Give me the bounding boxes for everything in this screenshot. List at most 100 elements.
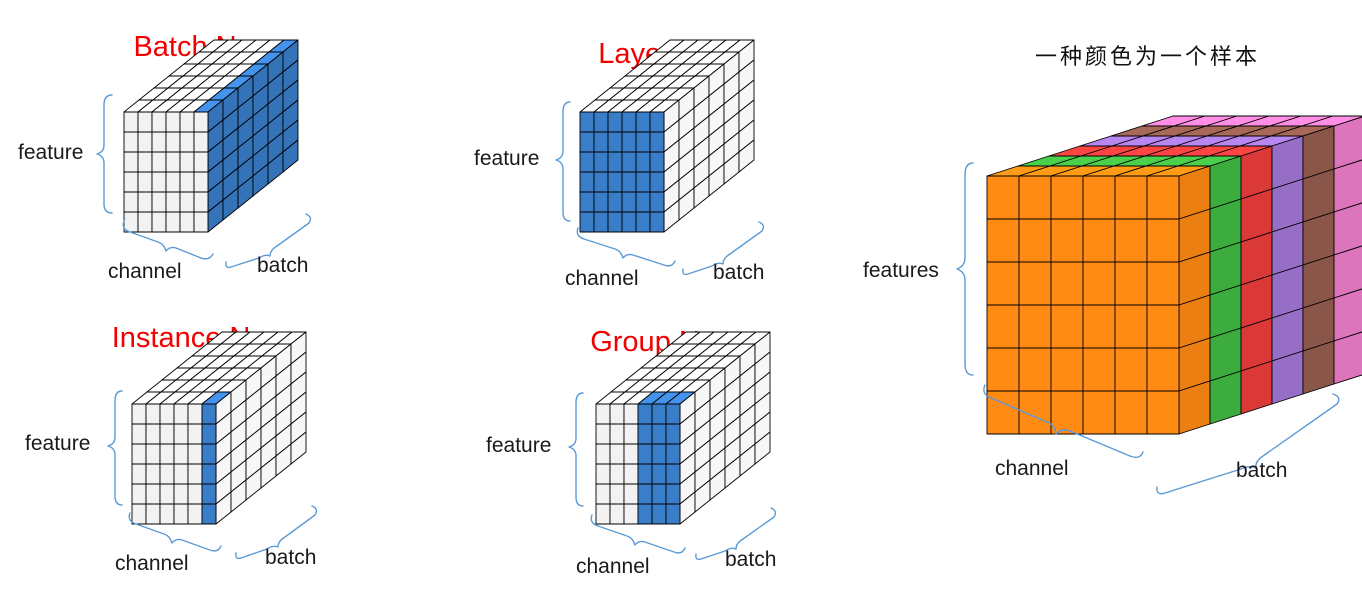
cube-side-cell [1333,331,1362,385]
cube-front-cell [187,503,203,525]
cube-front-cell [637,403,653,425]
cube-front-cell [986,261,1020,306]
cube-front-cell [579,171,595,193]
cube-front-cell [137,211,153,233]
cube-front-cell [165,211,181,233]
cube-front-cell [159,503,175,525]
cube-front-cell [637,443,653,465]
cube-front-cell [123,151,139,173]
instance-norm-feature-label: feature [25,432,90,455]
cube-front-cell [649,211,665,233]
cube-front-cell [637,483,653,505]
cube-front-cell [1082,347,1116,392]
layer-norm-channel-label: channel [565,267,639,290]
cube-front-cell [665,503,681,525]
cube-front-cell [193,171,209,193]
cube-front-cell [145,403,161,425]
cube-front-cell [193,211,209,233]
cube-front-cell [607,211,623,233]
cube-front-cell [635,211,651,233]
cube-front-cell [651,463,667,485]
cube-front-cell [665,443,681,465]
cube-front-cell [173,423,189,445]
cube-front-cell [607,151,623,173]
cube-front-cell [623,443,639,465]
cube-front-cell [651,403,667,425]
cube-front-cell [151,151,167,173]
cube-front-cell [165,111,181,133]
cube-front-cell [137,131,153,153]
cube-front-cell [123,211,139,233]
layer-norm-channel-bracket [576,227,676,267]
cube-front-cell [609,423,625,445]
cube-front-cell [665,403,681,425]
cube-front-cell [621,151,637,173]
cube-side-cell [290,431,307,465]
cube-front-cell [595,443,611,465]
cube-front-cell [131,463,147,485]
cube-front-cell [609,443,625,465]
instance-norm-panel: Instance Norm feature channel batch [25,322,318,575]
cube-front-cell [607,111,623,133]
cube-front-cell [179,191,195,213]
batch-norm-cube [123,39,299,233]
cube-front-cell [137,191,153,213]
cube-front-cell [145,503,161,525]
cube-front-cell [651,443,667,465]
cube-front-cell [621,211,637,233]
cube-front-cell [123,131,139,153]
cube-front-cell [649,151,665,173]
cube-front-cell [179,211,195,233]
cube-front-cell [1050,347,1084,392]
cube-front-cell [1114,390,1148,435]
legend-features-label: features [863,259,939,282]
batch-norm-panel: Batch Norm feature channel batch [18,31,312,283]
cube-front-cell [187,403,203,425]
cube-front-cell [637,503,653,525]
cube-front-cell [159,463,175,485]
group-norm-batch-bracket [695,507,777,561]
layer-norm-batch-bracket [682,221,765,276]
cube-side-cell [1333,116,1362,170]
cube-front-cell [131,403,147,425]
group-norm-channel-label: channel [576,555,650,578]
cube-front-cell [609,463,625,485]
cube-front-cell [579,211,595,233]
cube-front-cell [201,503,217,525]
cube-front-cell [187,423,203,445]
cube-front-cell [173,483,189,505]
cube-front-cell [173,503,189,525]
cube-front-cell [635,171,651,193]
cube-side-cell [754,431,771,465]
cube-front-cell [173,443,189,465]
cube-front-cell [1018,304,1052,349]
batch-norm-channel-bracket [122,220,214,260]
cube-front-cell [986,347,1020,392]
instance-norm-cube [131,331,307,525]
batch-norm-batch-bracket [225,213,312,269]
cube-front-cell [165,131,181,153]
cube-front-cell [986,218,1020,263]
cube-front-cell [635,191,651,213]
cube-front-cell [123,171,139,193]
cube-front-cell [131,503,147,525]
cube-front-cell [137,151,153,173]
cube-front-cell [193,131,209,153]
group-norm-feature-label: feature [486,434,551,457]
cube-front-cell [607,191,623,213]
cube-front-cell [123,111,139,133]
cube-front-cell [1050,175,1084,220]
cube-front-cell [595,403,611,425]
cube-front-cell [579,151,595,173]
cube-front-cell [665,423,681,445]
cube-front-cell [1050,304,1084,349]
cube-front-cell [145,463,161,485]
cube-front-cell [595,463,611,485]
cube-front-cell [651,423,667,445]
cube-front-cell [1114,347,1148,392]
cube-side-cell [1333,159,1362,213]
cube-front-cell [595,423,611,445]
cube-front-cell [579,111,595,133]
cube-side-cell [1333,202,1362,256]
cube-front-cell [595,503,611,525]
